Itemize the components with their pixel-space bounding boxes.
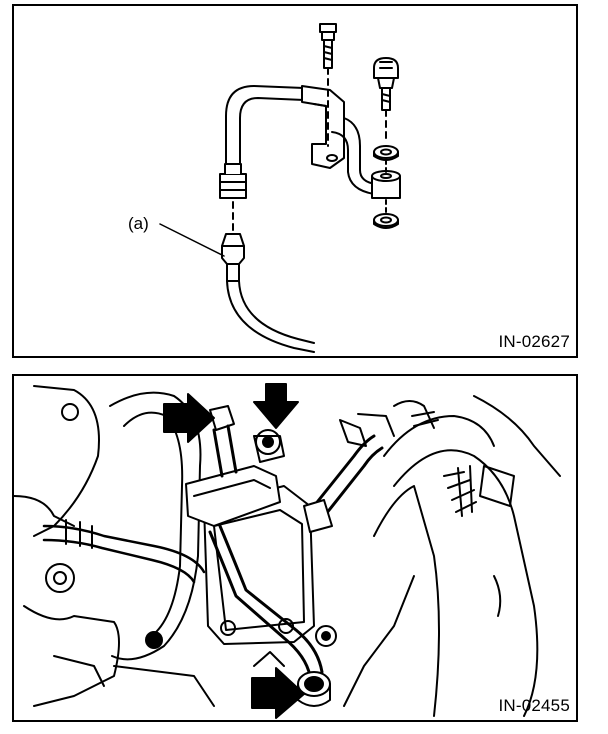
pipe-bracket xyxy=(185,405,285,527)
right-hose xyxy=(383,415,495,457)
hose-left xyxy=(42,524,206,574)
arrow-top-left xyxy=(163,393,215,443)
bracket-bolt xyxy=(319,23,337,147)
boss-left-top xyxy=(61,403,79,421)
pipe xyxy=(208,530,312,678)
figure-id-top: IN-02627 xyxy=(498,332,570,351)
lower-flare-nut xyxy=(221,233,245,282)
union-fitting xyxy=(371,159,401,199)
housing-bolt xyxy=(145,631,163,649)
upper-flare-nut xyxy=(219,163,247,199)
arrow-top-center xyxy=(253,383,299,429)
exploded-pipe-illustration xyxy=(159,23,401,353)
lower-pipe xyxy=(226,280,315,353)
engine-bay-illustration xyxy=(14,383,561,719)
engine-photo-panel: IN-02455 xyxy=(12,374,578,722)
callout-a-label: (a) xyxy=(128,214,149,233)
arrow-bottom xyxy=(251,667,305,719)
exploded-diagram-panel: (a) IN-02627 xyxy=(12,4,578,358)
pipe-bracket xyxy=(301,85,345,169)
engine-block-left xyxy=(33,385,100,537)
callout-leader xyxy=(159,223,225,257)
boss-left-mid xyxy=(45,563,75,593)
pipe xyxy=(225,85,305,165)
figure-id-bottom: IN-02455 xyxy=(498,696,570,715)
union-bolt xyxy=(373,57,399,143)
upper-washer xyxy=(373,145,399,161)
central-housing xyxy=(109,391,202,661)
lower-washer xyxy=(373,199,399,229)
mounting-plate xyxy=(203,485,315,645)
